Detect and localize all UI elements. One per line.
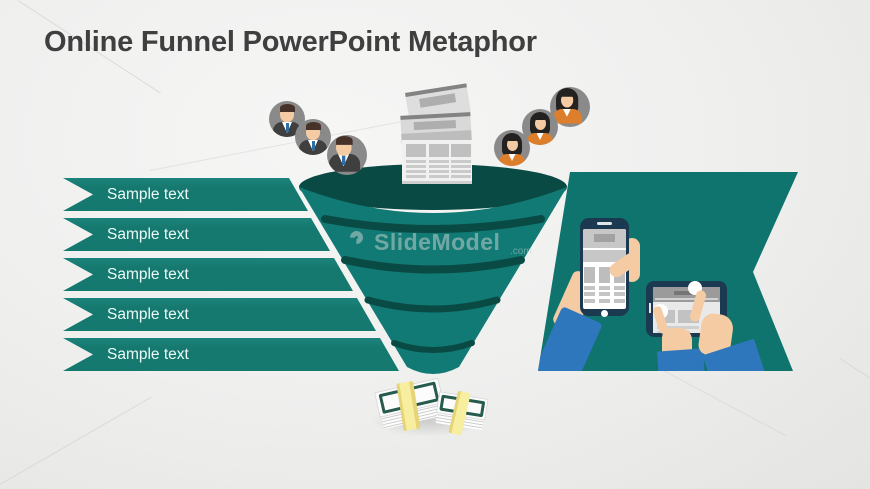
screen-banner: [583, 250, 626, 262]
avatar-collar: [562, 109, 571, 117]
screen-header-block: [674, 291, 700, 295]
avatar-bangs: [559, 89, 575, 97]
avatar-hair: [305, 122, 321, 130]
phone-home-button: [601, 310, 608, 317]
screen-divider: [655, 298, 718, 300]
banner-label: Sample text: [107, 346, 189, 363]
avatar-tie: [311, 141, 315, 150]
funnel-stage-banner-4: Sample text: [63, 298, 376, 331]
avatar-head: [506, 138, 518, 151]
funnel-band: [341, 256, 525, 274]
avatar-hair: [279, 104, 295, 112]
funnel-stage-banner-1: Sample text: [63, 178, 308, 211]
funnel-shape: [299, 164, 567, 374]
male-avatar-icon: [327, 135, 367, 175]
funnel-band: [391, 340, 475, 353]
funnel-opening-ellipse: [299, 164, 567, 210]
female-avatar-icon: [550, 87, 590, 127]
screen-column: [584, 267, 595, 303]
screen-column: [599, 267, 610, 303]
newspaper-front-page: [402, 140, 472, 184]
banner-label: Sample text: [107, 306, 189, 323]
banner-label: Sample text: [107, 266, 189, 283]
female-avatar-icon: [494, 130, 530, 166]
funnel-band: [321, 215, 545, 233]
screen-column: [614, 267, 625, 303]
sheet-edge: [405, 83, 467, 97]
sheet-headline: [419, 93, 457, 108]
funnel-body: [299, 187, 567, 374]
sleeve: [657, 348, 705, 371]
female-avatar-icon: [522, 109, 558, 145]
funnel-stage-banner-2: Sample text: [63, 218, 330, 251]
avatar-collar: [536, 133, 544, 140]
page-title: Online Funnel PowerPoint Metaphor: [44, 26, 537, 58]
male-avatar-icon: [295, 119, 331, 155]
funnel-band: [364, 296, 501, 313]
screen-text-line: [657, 326, 699, 329]
sheet-headline: [413, 119, 457, 131]
avatar-tie: [341, 155, 345, 166]
sheet-edge: [402, 181, 472, 184]
background-diagonal-line: [839, 358, 870, 386]
banner-label: Sample text: [107, 226, 189, 243]
phone-screen: [583, 229, 626, 309]
avatar-hair: [335, 136, 353, 145]
funnel-stage-banner-3: Sample text: [63, 258, 353, 291]
money-stack-icon: [433, 390, 490, 437]
tablet-side-button: [649, 303, 651, 313]
newspaper-stack-icon: [399, 83, 475, 184]
avatar-collar: [508, 154, 516, 161]
avatar-bangs: [533, 113, 547, 120]
screen-header-block: [594, 234, 615, 242]
avatar-blouse: [553, 109, 582, 124]
devices-panel: [538, 172, 798, 371]
avatar-head: [534, 117, 546, 130]
text-column: [429, 144, 449, 180]
banner-label: Sample text: [107, 186, 189, 203]
background-diagonal-line: [0, 396, 152, 485]
phone-speaker: [597, 222, 612, 225]
text-column: [451, 144, 471, 180]
avatar-tie: [285, 123, 289, 132]
text-column: [406, 144, 426, 180]
funnel-stage-banner-5: Sample text: [63, 338, 399, 371]
avatar-bangs: [505, 134, 519, 141]
